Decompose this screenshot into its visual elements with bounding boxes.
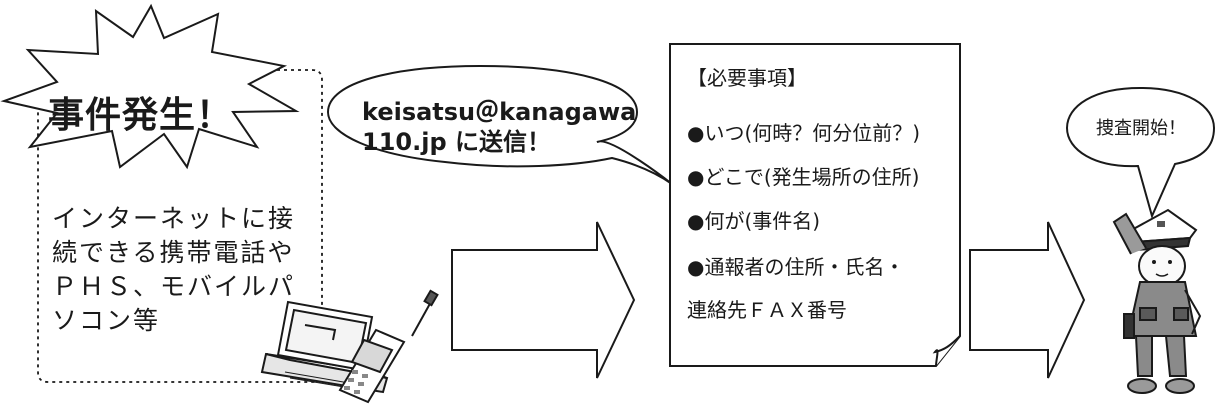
device-description-line: インターネットに接: [52, 204, 296, 233]
police-speech-bubble: [1065, 86, 1215, 219]
requirements-heading: 【必要事項】: [687, 66, 807, 90]
police-officer-icon: [1112, 208, 1202, 394]
email-send-line: 110.jp に送信！: [362, 128, 551, 156]
document-folded-corner: [932, 335, 961, 367]
device-description-line: ＰＨＳ、モバイルパ: [52, 272, 296, 301]
investigation-start-label: 捜査開始！: [1096, 118, 1186, 139]
incident-label: 事件発生！: [48, 95, 234, 136]
requirement-item: ●何が(事件名): [687, 209, 821, 233]
incident-starburst: [0, 3, 300, 170]
requirement-item: ●通報者の住所・氏名・: [687, 255, 905, 279]
requirement-item: ●どこで(発生場所の住所): [687, 165, 920, 189]
requirement-item: 連絡先ＦＡＸ番号: [687, 298, 847, 322]
laptop-icon: [260, 300, 389, 394]
device-description-line: 続できる携帯電話や: [52, 238, 295, 267]
email-speech-bubble: [326, 64, 673, 185]
requirement-item: ●いつ(何時？何分位前？): [687, 121, 921, 145]
mobile-phone-icon: [338, 289, 439, 404]
email-address-line: keisatsu＠kanagawa: [362, 98, 637, 126]
flow-arrow-1: [451, 221, 636, 379]
device-description-line: ソコン等: [52, 306, 161, 335]
flow-arrow-2: [969, 221, 1086, 379]
